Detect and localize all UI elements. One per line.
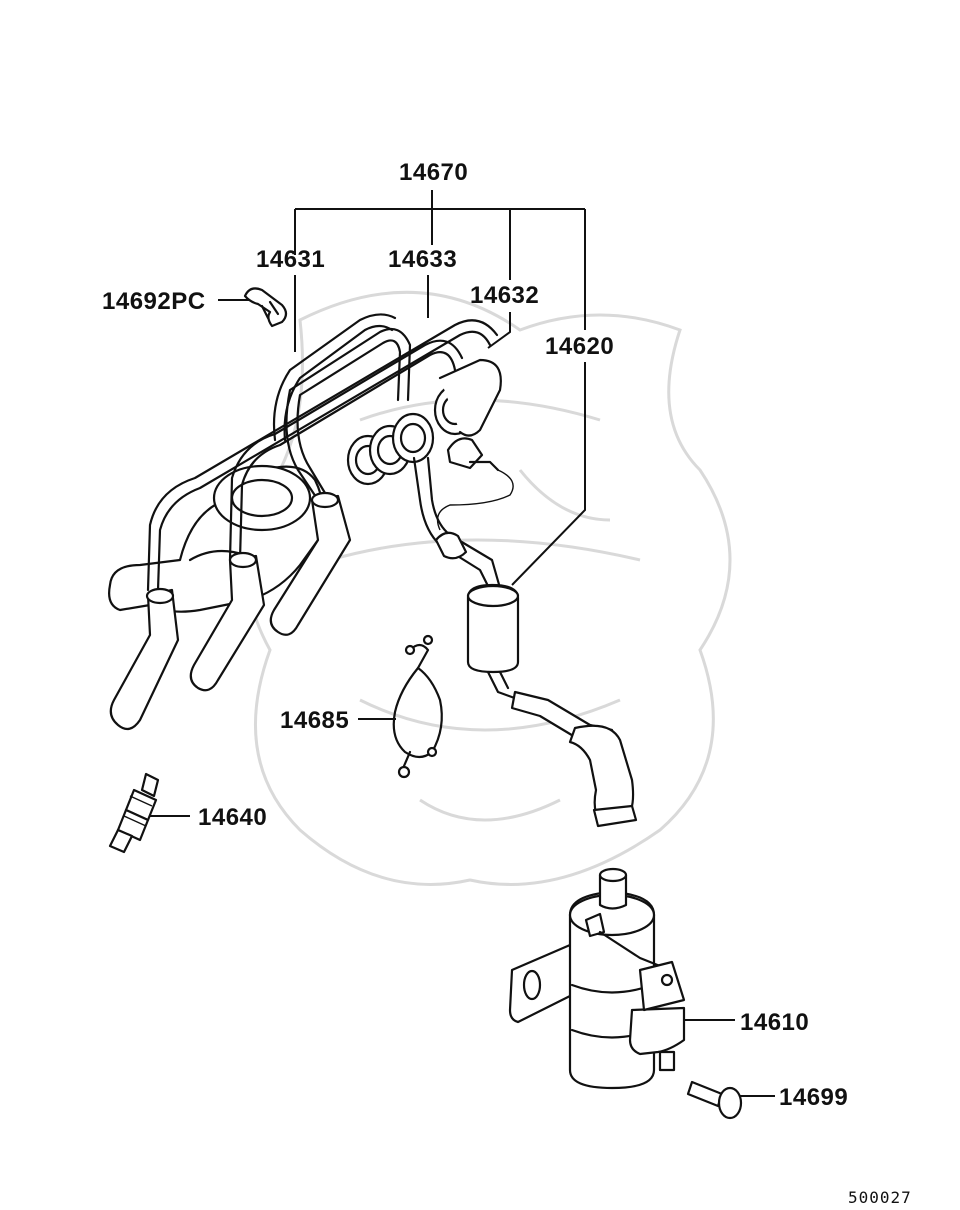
mounting-bolt <box>686 1080 743 1120</box>
callout-14640: 14640 <box>198 804 267 831</box>
spark-plug-cable-set <box>109 313 499 731</box>
callout-14699: 14699 <box>779 1084 848 1111</box>
diagram-reference-code: 500027 <box>848 1188 912 1207</box>
callout-14633: 14633 <box>388 246 457 273</box>
callout-14692pc: 14692PC <box>102 288 206 315</box>
callout-14632: 14632 <box>470 282 539 309</box>
callout-14685: 14685 <box>280 707 349 734</box>
spark-plug <box>108 772 160 854</box>
callout-14670: 14670 <box>399 159 468 186</box>
leader-lines <box>150 190 775 1097</box>
distributor-body <box>108 464 325 613</box>
cable-end-terminals <box>346 358 514 531</box>
callout-14620: 14620 <box>545 333 614 360</box>
ignition-coil-lead <box>412 456 638 828</box>
callout-14631: 14631 <box>256 246 325 273</box>
ignition-coil <box>508 867 686 1090</box>
callout-labels: 14670 14631 14633 14632 14692PC 14620 14… <box>102 159 912 1207</box>
callout-14610: 14610 <box>740 1009 809 1036</box>
wire-ring-gasket <box>392 634 443 779</box>
cable-clip <box>243 287 288 328</box>
